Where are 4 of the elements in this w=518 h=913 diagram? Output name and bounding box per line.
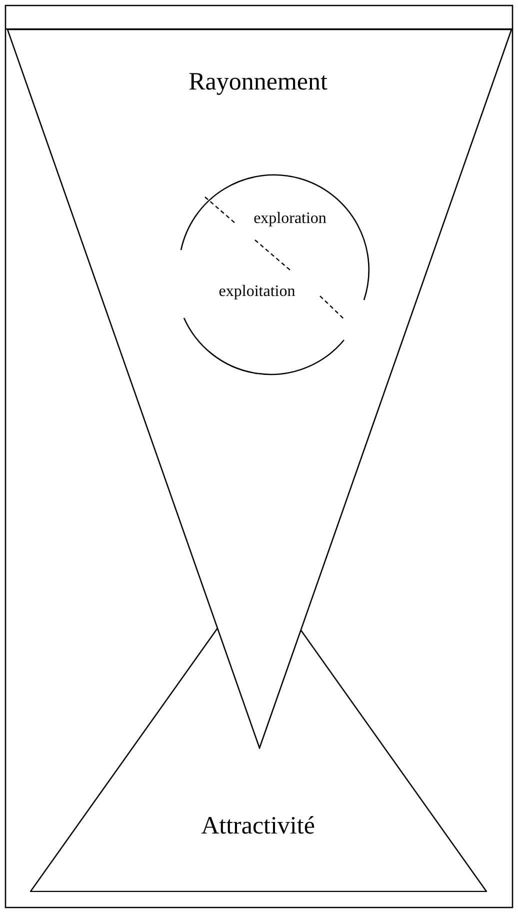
node-label: exploitation xyxy=(218,284,296,300)
node-label: Rayonnement xyxy=(188,70,328,94)
node-label: Attractivité xyxy=(201,814,315,838)
node-label: exploration xyxy=(254,211,326,227)
